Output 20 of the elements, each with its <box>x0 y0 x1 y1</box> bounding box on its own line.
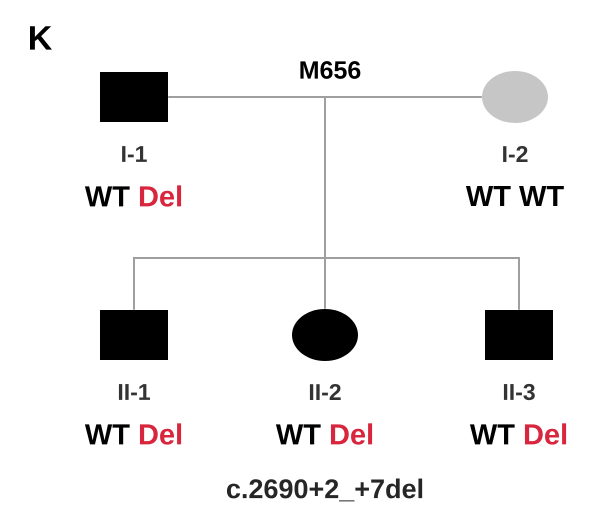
individual-id: II-2 <box>310 384 341 400</box>
connector-line <box>168 96 482 98</box>
pedigree-symbol <box>292 309 358 361</box>
descent-line <box>324 97 520 310</box>
pedigree-symbol <box>100 72 168 122</box>
panel-letter: K <box>30 26 52 50</box>
pedigree-symbol <box>100 310 168 360</box>
pedigree-symbol <box>485 310 553 360</box>
individual-id: II-3 <box>504 384 535 400</box>
genotype-label: WT WT <box>466 186 564 206</box>
family-id: M656 <box>300 61 360 79</box>
individual-id: II-1 <box>118 384 150 400</box>
genotype-label: WT Del <box>276 423 372 445</box>
caption: c.2690+2_+7del <box>226 478 422 502</box>
pedigree-symbol <box>482 70 548 123</box>
individual-id: I-1 <box>122 146 147 162</box>
genotype-label: WT Del <box>84 185 182 207</box>
genotype-label: WT Del <box>84 423 182 445</box>
genotype-label: WT Del <box>470 423 566 445</box>
individual-id: I-2 <box>503 146 528 162</box>
